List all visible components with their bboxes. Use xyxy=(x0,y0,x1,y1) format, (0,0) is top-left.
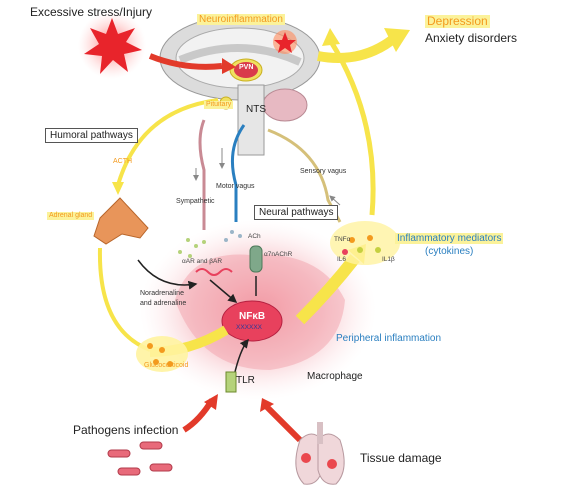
inflammation-to-brain-arrow xyxy=(327,38,376,216)
ach-dots xyxy=(224,230,242,242)
nts-label: NTS xyxy=(246,104,266,115)
neuroinflammation-label: Neuroinflammation xyxy=(197,14,285,25)
adrenal-gland-icon xyxy=(93,197,149,245)
humoral-arrow xyxy=(116,98,219,186)
nfkb-dna-label: XXXXXX xyxy=(236,324,263,331)
adrenal-gland-label: Adrenal gland xyxy=(47,212,95,220)
tlr-receptor xyxy=(225,371,237,393)
inflammatory-mediators-label: Inflammatory mediators xyxy=(395,233,504,244)
pituitary-label: Pituitary xyxy=(204,101,234,109)
ach-label: ACh xyxy=(248,233,261,240)
neural-pathways-box: Neural pathways xyxy=(254,205,339,220)
adrenal-to-glucocorticoid-arrow xyxy=(97,247,151,352)
bacteria-icon xyxy=(107,441,173,476)
tissue-damage-label: Tissue damage xyxy=(360,451,442,465)
adrenergic-receptor xyxy=(195,268,233,276)
and-adrenaline-label: and adrenaline xyxy=(140,300,187,307)
noradrenaline-dots xyxy=(178,238,206,258)
stress-arrowhead xyxy=(222,58,236,74)
sensory-vagus-label: Sensory vagus xyxy=(300,168,347,175)
macrophage-to-mediators-arrow xyxy=(295,254,360,325)
tissue-arrow xyxy=(263,403,303,443)
noradrenaline-label: Noradrenaline xyxy=(140,290,184,297)
brain-to-depression-arrow xyxy=(317,35,395,63)
sympathetic-nerve xyxy=(198,119,206,230)
motor-vagus-nerve xyxy=(230,124,246,222)
pathogens-label: Pathogens infection xyxy=(73,423,179,437)
stress-label: Excessive stress/Injury xyxy=(30,5,153,19)
nfkb-label: NFκB xyxy=(239,311,266,322)
motor-vagus-label: Motor vagus xyxy=(216,183,255,190)
mediators-cluster xyxy=(330,221,400,265)
receptors-label: αAR and βAR xyxy=(182,258,223,265)
anxiety-label: Anxiety disorders xyxy=(425,31,518,45)
depression-label: Depression xyxy=(425,14,490,29)
sensory-vagus-nerve xyxy=(267,128,342,223)
il1b-label: IL1β xyxy=(382,256,395,263)
il6-label: IL6 xyxy=(337,256,347,263)
stress-to-brain-arrow xyxy=(148,53,223,70)
nfkb-nucleus xyxy=(221,300,283,342)
acth-label: ACTH xyxy=(113,158,133,165)
tlr-label: TLR xyxy=(236,375,255,386)
peripheral-inflammation-label: Peripheral inflammation xyxy=(336,333,442,344)
depression-arrowhead xyxy=(384,28,410,52)
macrophage-label: Macrophage xyxy=(307,371,363,382)
humoral-pathways-box: Humoral pathways xyxy=(45,128,138,143)
a7nachr-receptor xyxy=(249,245,263,273)
pvn-label: PVN xyxy=(239,64,254,71)
stress-burst-icon xyxy=(84,18,142,74)
glucocorticoid-label: Glucocorticoid xyxy=(144,362,189,369)
lungs-icon xyxy=(295,422,345,485)
a7nachr-label: α7nAChR xyxy=(264,251,293,258)
sympathetic-label: Sympathetic xyxy=(176,198,215,205)
cytokines-label: (cytokines) xyxy=(425,246,474,257)
tnf-label: TNFα xyxy=(334,236,351,243)
